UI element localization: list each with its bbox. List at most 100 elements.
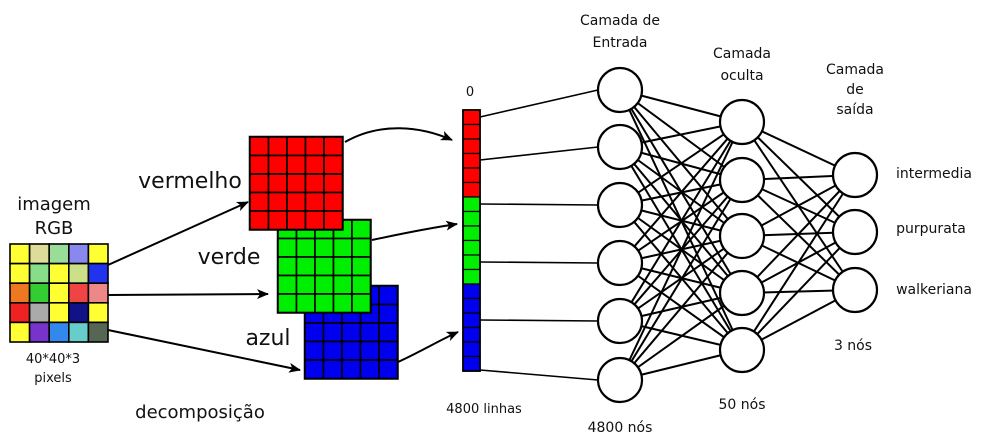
green-channel-cell xyxy=(314,237,335,258)
vector-cell-green xyxy=(462,225,481,242)
green-channel-cell xyxy=(351,256,372,277)
input-layer-title-line2: Entrada xyxy=(592,35,647,51)
vector-cell-red xyxy=(462,167,481,184)
blue-channel-cell xyxy=(378,303,399,324)
rgb-pixel xyxy=(28,243,51,265)
rgb-pixel xyxy=(87,321,109,343)
blue-channel-cell xyxy=(359,359,380,380)
network-nodes xyxy=(596,66,879,404)
rgb-title-line1: imagem xyxy=(17,194,91,215)
red-channel-cell xyxy=(304,154,325,175)
connection-line xyxy=(479,369,599,381)
red-channel-cell xyxy=(304,173,325,194)
blue-channel-cell xyxy=(359,322,380,343)
hidden-node xyxy=(718,212,766,260)
rgb-pixel xyxy=(9,282,31,304)
rgb-pixel xyxy=(68,321,90,343)
green-channel-cell xyxy=(314,256,335,277)
channel-label-red: vermelho xyxy=(138,169,242,194)
connection-line xyxy=(619,121,743,381)
vector-cell-red xyxy=(462,138,481,155)
blue-channel-cell xyxy=(378,285,399,306)
channel-grids xyxy=(248,135,399,380)
rgb-pixel xyxy=(9,301,31,324)
connection-line xyxy=(479,146,599,161)
arrow-red-to-vector xyxy=(344,127,453,143)
vector-cell-green xyxy=(462,239,481,256)
rgb-pixel xyxy=(48,321,70,343)
output-node xyxy=(831,266,879,314)
connection-line xyxy=(479,89,599,118)
connection-line xyxy=(619,121,743,206)
arrow-to-blue xyxy=(107,329,301,373)
red-channel-cell xyxy=(267,136,288,157)
arrow-green-to-vector xyxy=(371,220,458,241)
green-channel-cell xyxy=(295,237,316,258)
input-node xyxy=(596,239,644,287)
connection-line xyxy=(741,231,856,351)
vector-frame xyxy=(462,109,481,372)
red-channel-cell xyxy=(286,191,307,212)
rgb-pixel xyxy=(48,282,70,304)
red-channel-cell xyxy=(286,173,307,194)
vector-cell-blue xyxy=(462,355,481,372)
red-channel-cell xyxy=(249,154,270,175)
green-channel-cell xyxy=(351,219,372,240)
red-channel-cell xyxy=(249,173,270,194)
connection-line xyxy=(479,319,599,322)
rgb-unit-label: pixels xyxy=(34,371,72,386)
rgb-size-label: 40*40*3 xyxy=(26,352,80,367)
input-node xyxy=(596,297,644,345)
rgb-pixel xyxy=(28,262,51,285)
connection-line xyxy=(741,174,856,294)
rgb-pixel xyxy=(87,243,109,265)
vector-cell-red xyxy=(462,181,481,198)
rgb-pixel xyxy=(9,243,31,265)
output-layer-title-line2: de xyxy=(846,82,864,98)
arrow-to-red xyxy=(107,201,249,266)
hidden-layer-count: 50 nós xyxy=(719,397,766,413)
vector-cell-blue xyxy=(462,326,481,343)
rgb-pixel xyxy=(48,243,70,265)
green-channel-cell xyxy=(332,293,353,314)
vector-top-label: 0 xyxy=(466,85,474,100)
output-layer-title-line1: Camada xyxy=(826,62,884,78)
red-channel-cell xyxy=(323,136,344,157)
green-channel-cell xyxy=(351,274,372,295)
red-channel-cell xyxy=(267,210,288,231)
green-channel-cell xyxy=(351,293,372,314)
hidden-node xyxy=(718,269,766,317)
rgb-image-grid xyxy=(9,243,109,343)
green-channel-cell xyxy=(332,256,353,277)
connection-line xyxy=(479,261,599,264)
red-channel-cell xyxy=(304,136,325,157)
red-channel-cell xyxy=(267,173,288,194)
vector-cell-blue xyxy=(462,312,481,329)
green-channel-cell xyxy=(277,237,298,258)
red-channel-cell xyxy=(286,210,307,231)
red-channel-cell xyxy=(267,191,288,212)
channel-label-blue: azul xyxy=(245,326,290,351)
blue-channel-cell xyxy=(304,359,325,380)
hidden-node xyxy=(718,156,766,204)
vector-cell-green xyxy=(462,210,481,227)
class-label-3: walkeriana xyxy=(896,282,972,298)
red-channel-cell xyxy=(304,191,325,212)
decomposition-label: decomposição xyxy=(135,402,265,423)
hidden-layer-title-line1: Camada xyxy=(713,46,771,62)
output-node xyxy=(831,151,879,199)
connection-line xyxy=(619,179,743,381)
green-channel-cell xyxy=(277,293,298,314)
blue-channel-cell xyxy=(378,340,399,361)
vector-bottom-label: 4800 linhas xyxy=(446,402,522,417)
class-label-1: intermedia xyxy=(896,166,972,182)
vector-cell-blue xyxy=(462,283,481,300)
vector-cell-blue xyxy=(462,341,481,358)
green-channel-cell xyxy=(314,293,335,314)
rgb-pixel xyxy=(68,301,90,324)
connection-line xyxy=(619,121,743,264)
green-channel-cell xyxy=(277,274,298,295)
input-node xyxy=(596,123,644,171)
flattened-vector xyxy=(462,109,481,372)
